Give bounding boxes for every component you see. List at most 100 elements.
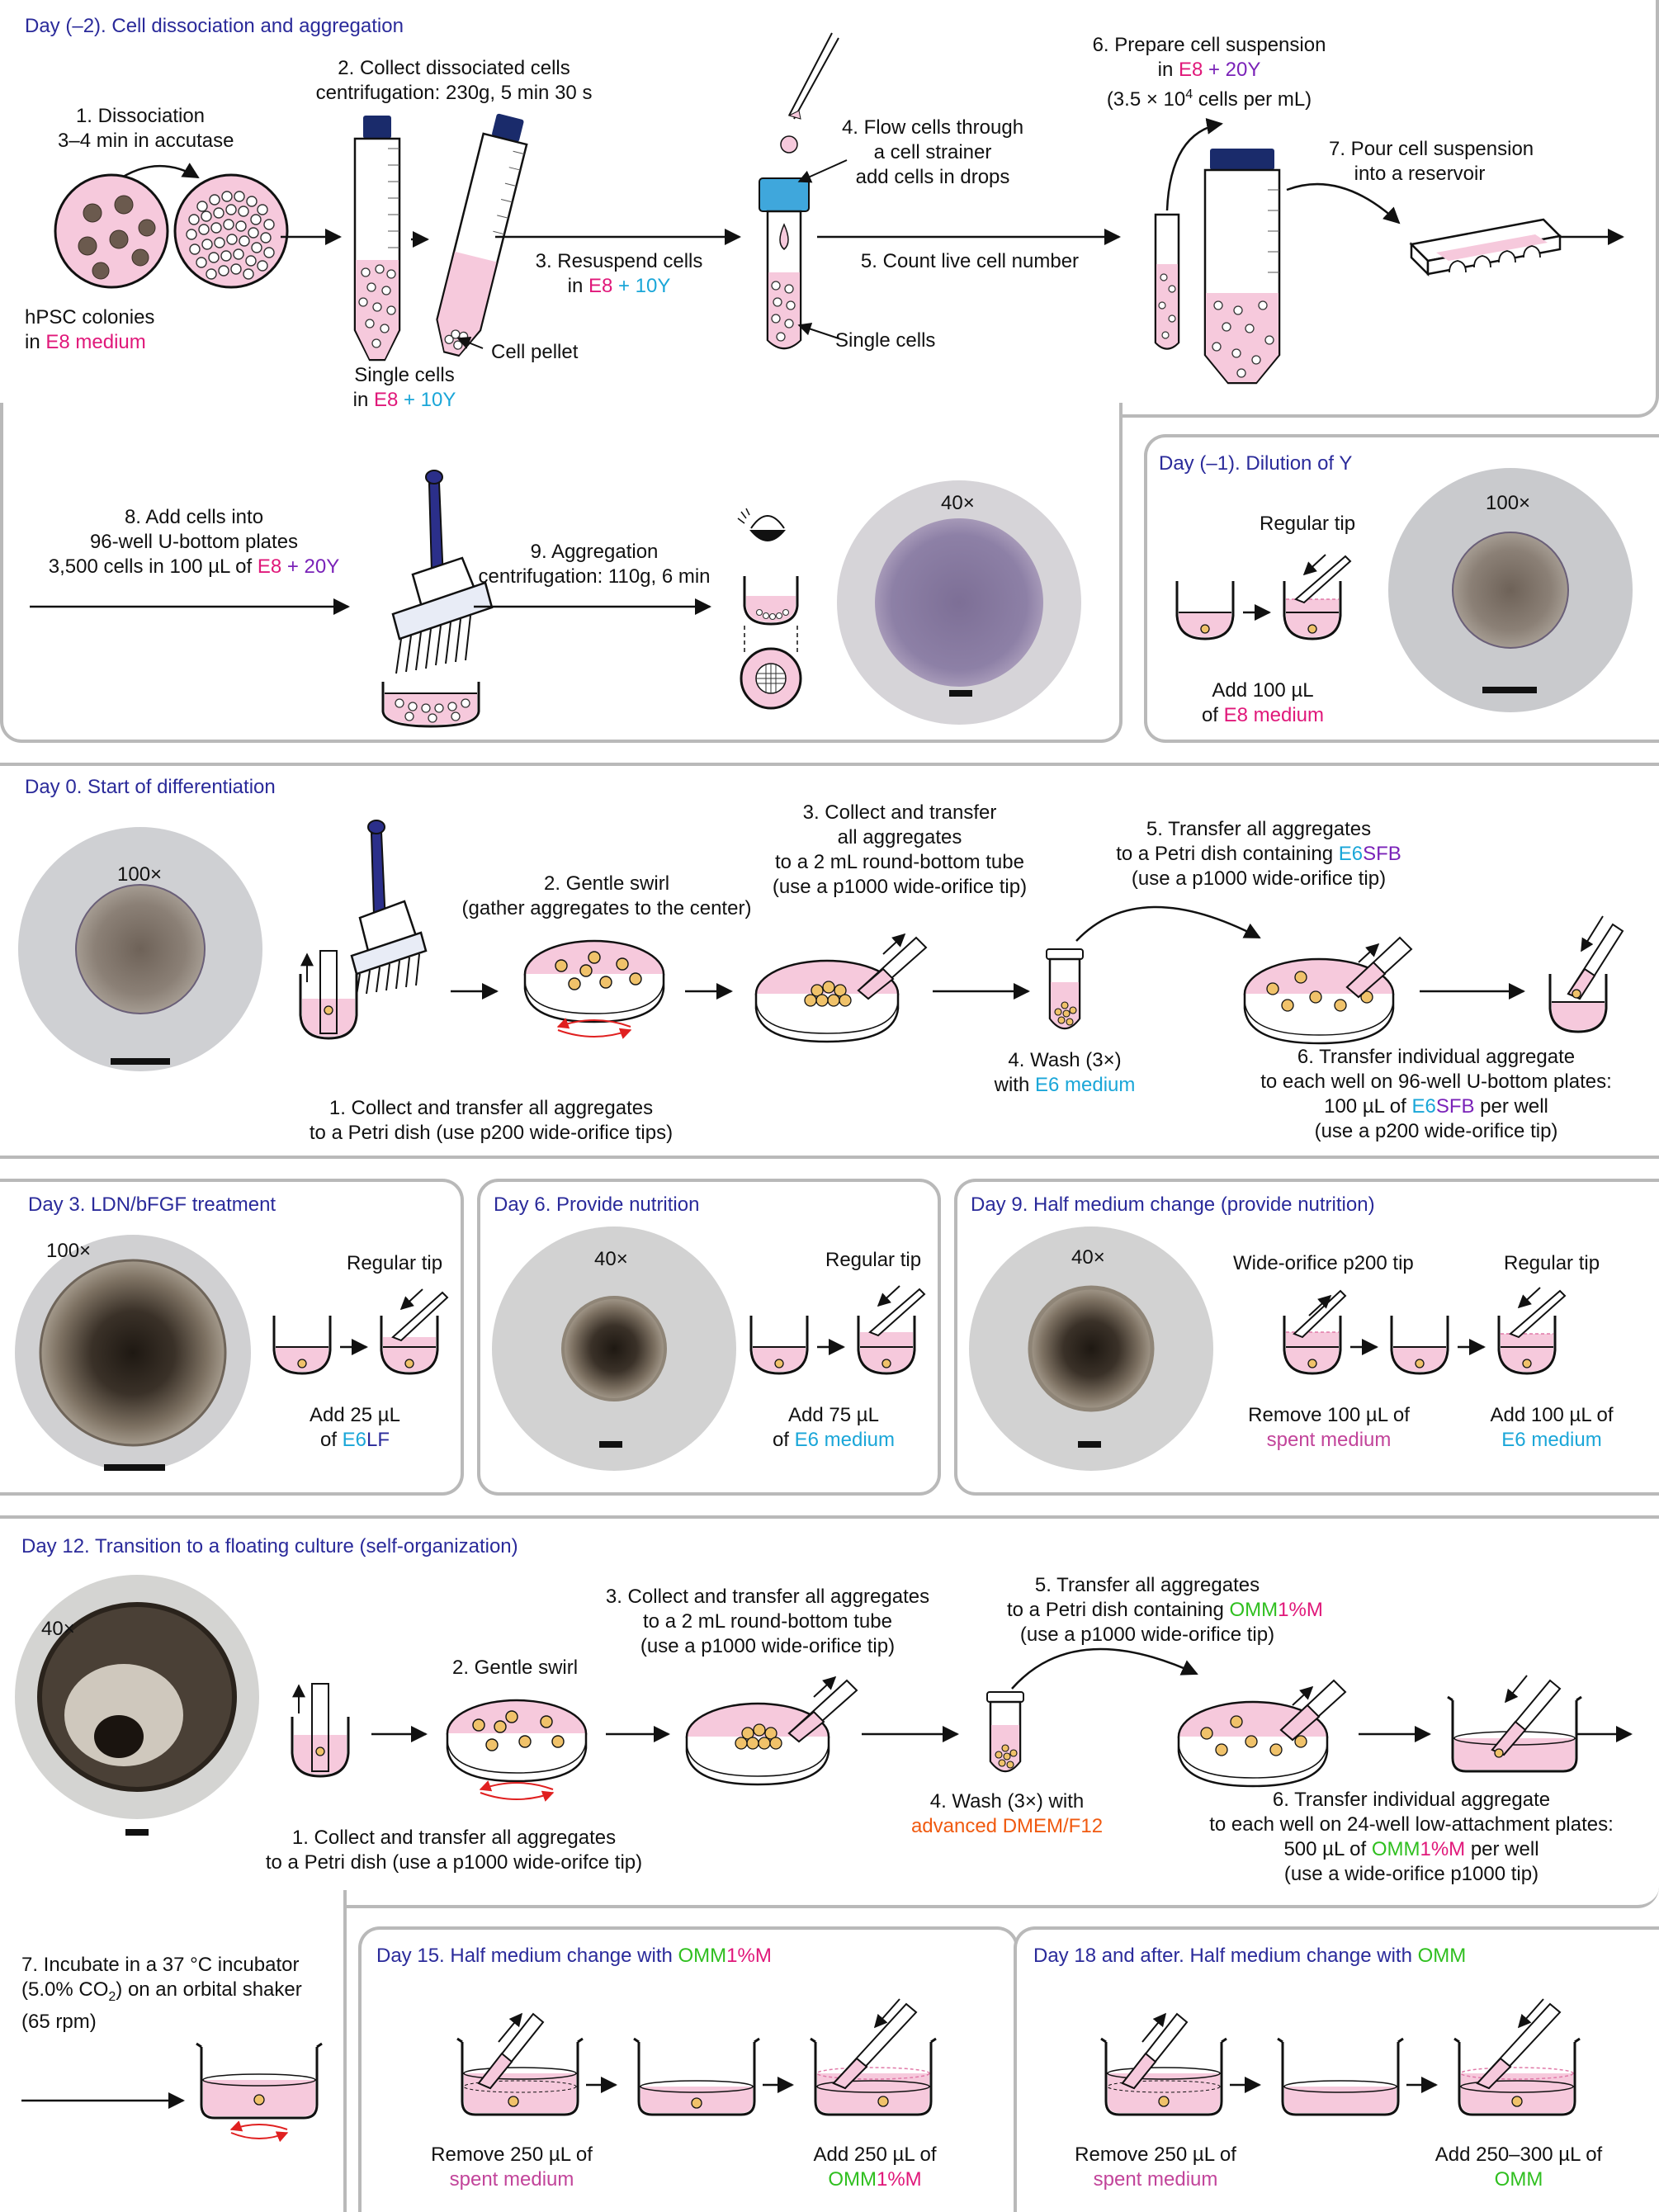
scale-bar-p2 [1482, 687, 1537, 693]
add-100-label-p6: Add 100 µL of E6 medium [1490, 1404, 1614, 1451]
day12-step7-label: 7. Incubate in a 37 °C incubator (5.0% C… [21, 1954, 302, 2033]
panel-title-day15: Day 15. Half medium change with OMM1%M [376, 1945, 772, 1967]
step6-prepare-label: 6. Prepare cell suspension in E8 + 20Y (… [1092, 34, 1326, 111]
suspension-tubes [1154, 118, 1281, 385]
arrow-2-3 [495, 229, 741, 245]
arrow-d12-5-6 [1359, 1726, 1431, 1742]
multichannel-pipette [381, 470, 494, 728]
regular-tip-label-p6: Regular tip [1504, 1252, 1600, 1274]
scale-bar-p3 [111, 1058, 170, 1065]
panel-title-day18: Day 18 and after. Half medium change wit… [1033, 1945, 1467, 1967]
step5-count-label: 5. Count live cell number [860, 250, 1080, 272]
mag-100x-p3: 100× [117, 863, 163, 886]
add-75-label-p5: Add 75 µL of E6 medium [772, 1404, 896, 1451]
strainer-pointer-arrow [797, 159, 848, 183]
arrow-d12-4-5 [1011, 1647, 1198, 1690]
incubator-well-shaker [196, 2042, 323, 2143]
day12-step5-label: 5. Transfer all aggregates to a Petri di… [1007, 1574, 1323, 1646]
remove-250-label-p8: Remove 250 µL of spent medium [431, 2143, 593, 2191]
aggregate-100x-image-p3 [18, 827, 262, 1071]
mag-40x-p6: 40× [1071, 1246, 1105, 1269]
cell-pellet-label: Cell pellet [491, 341, 579, 363]
mag-40x-p1: 40× [941, 492, 975, 514]
well-add-p4 [272, 1288, 449, 1375]
reservoir-icon [1409, 218, 1562, 277]
scale-bar-p6 [1078, 1441, 1101, 1448]
panel-title-day6: Day 6. Provide nutrition [494, 1193, 700, 1216]
arrow-8 [30, 598, 350, 615]
aggregate-100x-image-p2 [1388, 468, 1633, 712]
petri-dish-transfer-p7 [1177, 1679, 1347, 1788]
aggregate-40x-image [837, 480, 1081, 725]
well-half-change-p6 [1283, 1287, 1567, 1375]
wash-tube-p7 [986, 1691, 1024, 1773]
arrow-1-2 [281, 229, 342, 245]
single-cells-pointer-arrow [797, 322, 839, 339]
single-cells-label: Single cells in E8 + 10Y [352, 364, 456, 411]
arrow-d12-6-out [1576, 1726, 1633, 1742]
well-transfer-p3 [1548, 915, 1624, 1033]
panel-title-day-minus2: Day (–2). Cell dissociation and aggregat… [25, 15, 404, 37]
petri-dish-swirl-p7 [446, 1699, 588, 1802]
single-cells-tube-label: Single cells [835, 329, 936, 352]
regular-tip-label-p4: Regular tip [347, 1252, 443, 1274]
remove-250-label-p9: Remove 250 µL of spent medium [1075, 2143, 1236, 2191]
arrow-d0-1-2 [451, 983, 499, 1000]
aggregate-100x-image-p4 [15, 1235, 251, 1471]
regular-tip-label-p5: Regular tip [825, 1249, 922, 1271]
mag-40x-p7: 40× [41, 1618, 75, 1640]
hpsc-colonies-label: hPSC colonies in E8 medium [25, 306, 155, 353]
wide-tip-label-p6: Wide-orifice p200 tip [1233, 1252, 1414, 1274]
wash-tube-p3 [1046, 948, 1084, 1030]
scale-bar [949, 690, 972, 697]
day12-step1-well [291, 1683, 350, 1778]
arrow-7-out [1560, 229, 1624, 245]
add-100-label-p2: Add 100 µL of E8 medium [1201, 679, 1325, 726]
scale-bar-p4 [104, 1464, 165, 1471]
day0-step1-pipette-well [299, 820, 428, 1040]
step3-resuspend-label: 3. Resuspend cells in E8 + 10Y [535, 250, 703, 297]
panel-title-day3: Day 3. LDN/bFGF treatment [28, 1193, 276, 1216]
arrow-d12-7 [21, 2092, 185, 2109]
panel-title-day-minus1: Day (–1). Dilution of Y [1159, 452, 1353, 475]
arrow-d0-4-5 [1075, 905, 1261, 942]
arrow-9 [474, 598, 711, 615]
petri-dish-swirl-p3 [523, 939, 665, 1039]
panel-title-day12: Day 12. Transition to a floating culture… [21, 1535, 518, 1557]
mag-100x-p2: 100× [1486, 492, 1531, 514]
centrifuge-tubes [353, 113, 528, 362]
eye-and-well-icon [737, 508, 802, 710]
panel-title-day9: Day 9. Half medium change (provide nutri… [971, 1193, 1375, 1216]
well-dilution-icons [1175, 554, 1352, 640]
panel-title-day0: Day 0. Start of differentiation [25, 776, 276, 798]
arrow-6-7 [1286, 182, 1401, 225]
arrow-d0-5-6 [1420, 983, 1525, 1000]
day0-step4-label: 4. Wash (3×) with E6 medium [994, 1049, 1136, 1096]
half-change-wells-p8 [456, 1998, 937, 2116]
day0-step5-label: 5. Transfer all aggregates to a Petri di… [1116, 818, 1401, 890]
add-250-300-label-p9: Add 250–300 µL of OMM [1434, 2143, 1603, 2191]
aggregate-40x-image-p7 [15, 1575, 259, 1819]
arrow-d12-3-4 [862, 1726, 959, 1742]
well-add-p5 [749, 1285, 926, 1375]
arrow-4-5 [817, 229, 1121, 245]
24-well-transfer-p7 [1447, 1675, 1582, 1773]
add-25-label-p4: Add 25 µL of E6LF [310, 1404, 400, 1451]
arrow-d0-3-4 [933, 983, 1030, 1000]
remove-100-label-p6: Remove 100 µL of spent medium [1248, 1404, 1410, 1451]
scale-bar-p7 [125, 1829, 149, 1836]
day12-step2-label: 2. Gentle swirl [452, 1657, 579, 1679]
petri-dish-collect-p3 [754, 933, 928, 1043]
arrow-d12-1-2 [371, 1726, 428, 1742]
cell-strainer-tube [759, 32, 839, 350]
petri-dish-collect-p7 [685, 1676, 858, 1786]
